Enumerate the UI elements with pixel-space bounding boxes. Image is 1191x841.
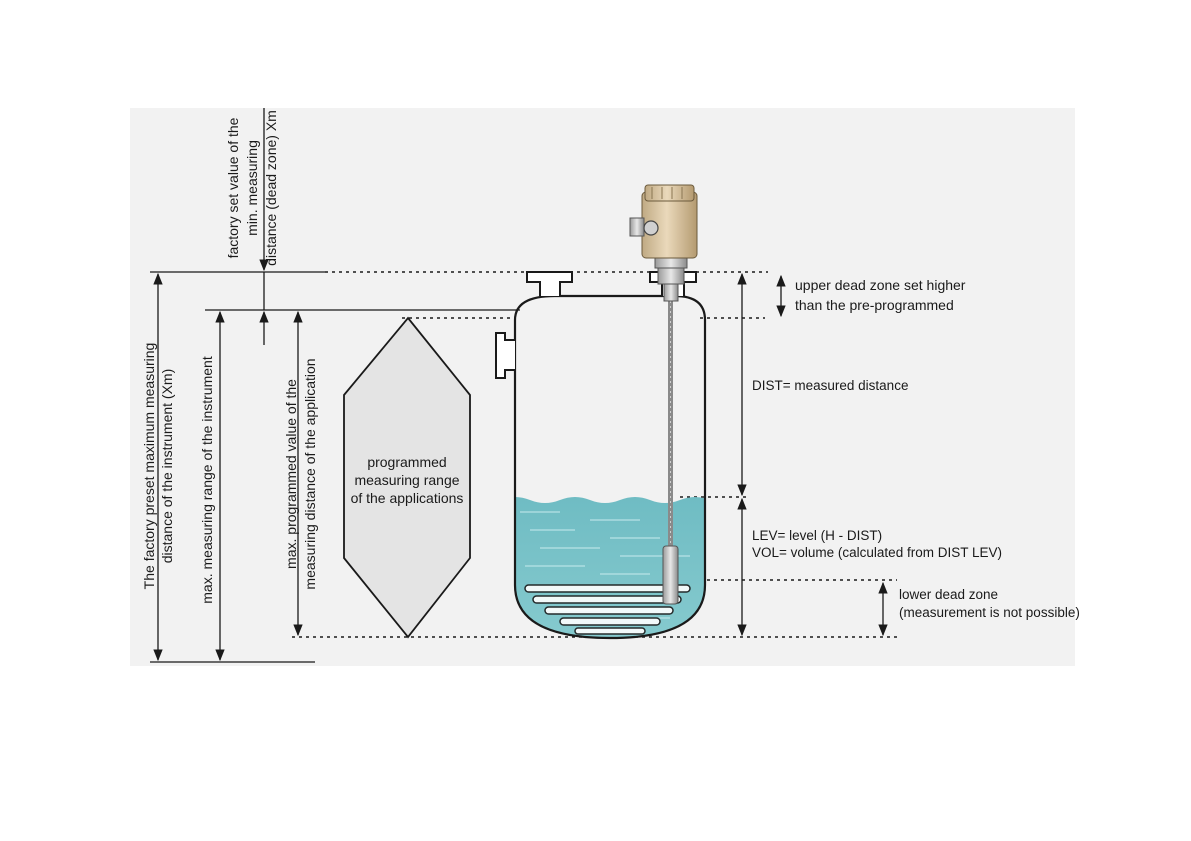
factory-min-label-1: factory set value of the (225, 117, 241, 258)
dist-label: DIST= measured distance (752, 378, 908, 393)
lev-label: LEV= level (H - DIST) (752, 528, 882, 543)
max-programmed-label-2: measuring distance of the application (302, 358, 318, 589)
upper-dead-zone-label-2: than the pre-programmed (795, 297, 954, 313)
lower-dead-zone-label-2: (measurement is not possible) (899, 605, 1080, 620)
programmed-range-label-3: of the applications (351, 490, 464, 506)
max-programmed-label-1: max. programmed value of the (283, 379, 299, 569)
screw-icon (643, 220, 659, 236)
factory-max-label-1: The factory preset maximum measuring (141, 343, 157, 590)
lower-dead-zone-label-1: lower dead zone (899, 587, 998, 602)
factory-min-label-2: min. measuring (244, 140, 260, 236)
level-sensor (629, 184, 698, 605)
max-range-label: max. measuring range of the instrument (199, 356, 215, 604)
programmed-range-label-2: measuring range (354, 472, 459, 488)
upper-dead-zone-label-1: upper dead zone set higher (795, 277, 966, 293)
cable-gland (629, 217, 645, 237)
probe-weight (662, 545, 679, 605)
programmed-range-hexagon (343, 316, 471, 639)
vol-label: VOL= volume (calculated from DIST LEV) (752, 545, 1002, 560)
factory-min-label-3: distance (dead zone) Xm (263, 110, 279, 266)
programmed-range-label-1: programmed (367, 454, 446, 470)
factory-max-label-2: distance of the instrument (Xm) (159, 369, 175, 564)
